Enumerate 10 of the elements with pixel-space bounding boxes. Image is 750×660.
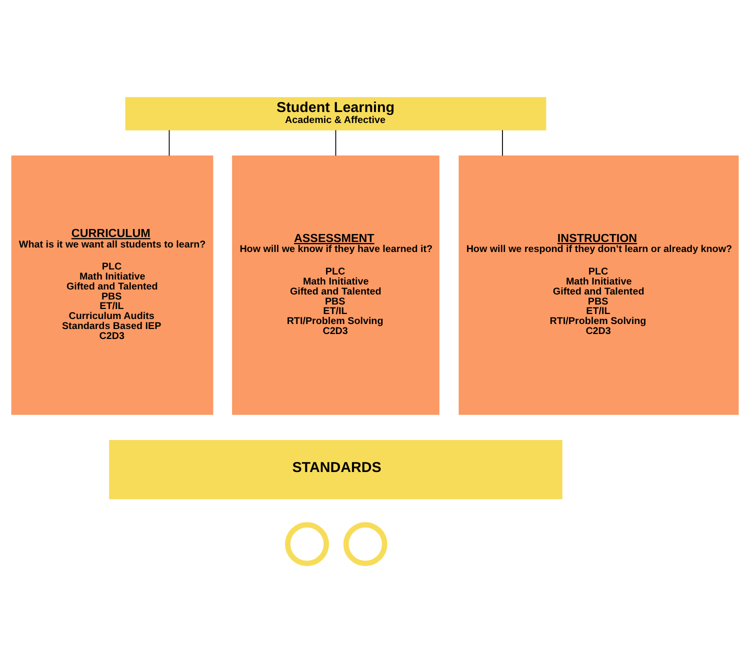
node-box: CURRICULUM What is it we want all students to learn? PLC Math Initiative Gifted and Talented PBS ET/IL Curriculum Audits Standards Based IEP C2D3 — [11, 154, 214, 414]
node-box: Student Learning Academic & Affective — [125, 96, 546, 130]
connector — [502, 129, 503, 156]
connector — [335, 129, 336, 156]
node-box: STANDARDS — [109, 440, 562, 499]
node-circle — [343, 522, 388, 566]
node-circle — [285, 522, 329, 566]
node-box: ASSESSMENT How will we know if they have learned it? PLC Math Initiative Gifted and Talented PBS ET/IL RTI/Problem Solving C2D3 — [232, 154, 440, 414]
connector — [168, 129, 170, 156]
node-box: INSTRUCTION How will we respond if they don’t learn or already know? PLC Math Initiative Gifted and Talented PBS ET/IL RTI/Problem Solving C2D3 — [458, 154, 739, 414]
